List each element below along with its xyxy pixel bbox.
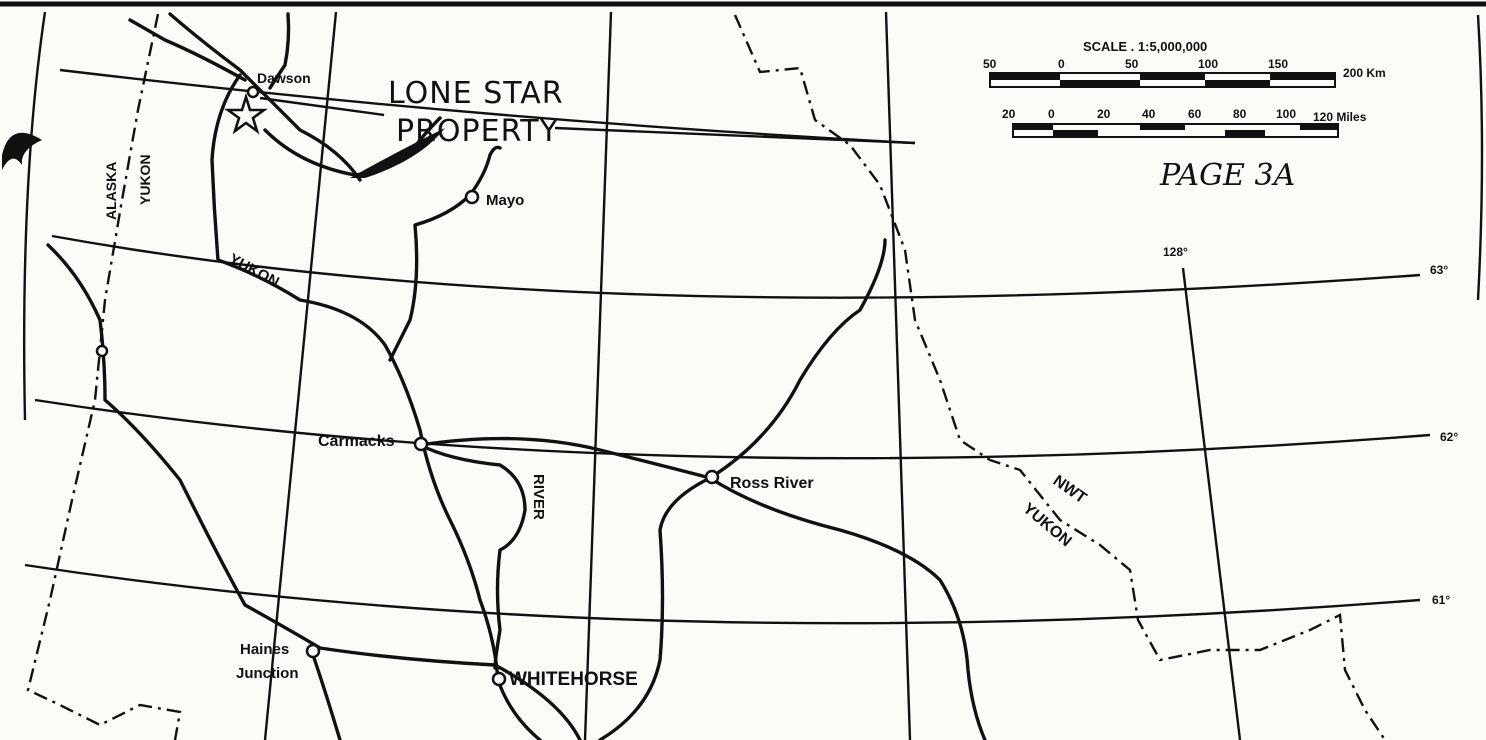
km-tick-5: 200 Km [1343, 66, 1386, 80]
town-label-junction: Junction [236, 665, 299, 682]
mile-tick-3: 40 [1142, 107, 1156, 121]
mile-scale-fill-5 [1300, 124, 1338, 130]
ross-river-marker-icon [704, 469, 720, 485]
margin-blot [2, 132, 42, 170]
mile-scale-fill-3 [1140, 124, 1185, 130]
mile-scale-fill-1 [1013, 124, 1053, 130]
longitude-line-3 [583, 11, 613, 740]
km-scale-fill-2 [1060, 80, 1140, 87]
mile-tick-0: 20 [1002, 107, 1016, 121]
property-star-icon [224, 92, 268, 135]
km-scale-fill-5 [1270, 73, 1335, 80]
yukon-river-main [46, 243, 582, 740]
haines-road [310, 650, 342, 740]
ross-river-south [598, 476, 712, 740]
property-leader-line-west [259, 96, 385, 117]
mile-tick-6: 100 [1276, 107, 1296, 121]
whitehorse-marker-icon [491, 671, 507, 687]
latitude-label-61: 61° [1432, 593, 1450, 607]
town-label-mayo: Mayo [486, 192, 524, 209]
mile-tick-2: 20 [1097, 107, 1111, 121]
border-crossing-marker-icon [95, 344, 109, 358]
latitude-line-61 [24, 563, 1421, 625]
property-leader-line [554, 126, 916, 145]
longitude-line-2 [263, 11, 338, 740]
town-label-carmacks: Carmacks [318, 433, 395, 450]
mayo-river [388, 193, 472, 362]
longitude-line-right [1476, 14, 1484, 301]
mile-tick-7: 120 Miles [1313, 110, 1367, 124]
mayo-creek [468, 145, 502, 197]
latitude-label-63: 63° [1430, 263, 1448, 277]
haines-junction-marker-icon [305, 643, 321, 659]
carmacks-marker-icon [413, 436, 429, 452]
dawson-marker-icon [246, 85, 260, 99]
longitude-line-128 [1181, 267, 1242, 740]
mayo-marker-icon [464, 189, 480, 205]
white-river [128, 18, 247, 82]
km-tick-4: 150 [1268, 57, 1288, 71]
mile-tick-1: 0 [1048, 107, 1055, 121]
river-label-yukon: YUKON [226, 251, 282, 291]
km-tick-1: 0 [1058, 57, 1065, 71]
km-scale-fill-3 [1140, 73, 1205, 80]
river-label-river: RIVER [530, 474, 547, 520]
town-label-dawson: Dawson [257, 70, 311, 86]
latitude-line-62 [34, 398, 1431, 460]
yukon-river-upper [168, 12, 362, 182]
region-label-nwt: NWT [1050, 472, 1090, 507]
map-title-line1: LONE STAR [388, 76, 564, 111]
mile-scale-fill-4 [1225, 130, 1265, 137]
latitude-line-top [59, 68, 916, 145]
longitude-label-128: 128° [1163, 245, 1188, 259]
town-label-ross-river: Ross River [730, 475, 814, 492]
region-label-alaska: ALASKA [103, 162, 119, 220]
pelly-river [418, 238, 887, 480]
km-scale-fill-4 [1205, 80, 1270, 87]
mile-tick-5: 80 [1233, 107, 1247, 121]
town-label-whitehorse: WHITEHORSE [509, 669, 638, 690]
latitude-label-62: 62° [1440, 430, 1458, 444]
longitude-line-4 [884, 11, 912, 740]
km-tick-0: 50 [983, 57, 997, 71]
km-tick-3: 100 [1198, 57, 1218, 71]
km-scale-fill-1 [990, 73, 1060, 80]
region-label-yukon-west: YUKON [137, 154, 153, 205]
mile-tick-4: 60 [1188, 107, 1202, 121]
nwt-yukon-border [733, 14, 1386, 740]
lone-star-lake [350, 128, 445, 178]
scale-label: SCALE . 1:5,000,000 [1083, 39, 1207, 54]
town-label-haines: Haines [240, 641, 289, 658]
longitude-line-1 [22, 11, 47, 421]
yukon-river-dawson-loop [210, 73, 542, 740]
dawson-creek [268, 12, 291, 90]
page-number-note: PAGE 3A [1159, 158, 1295, 193]
teslin-river [418, 443, 527, 670]
scale-bar-group [989, 72, 1339, 138]
mile-scale-fill-2 [1053, 130, 1098, 137]
ross-river-southeast [708, 476, 987, 740]
alaska-yukon-border [26, 13, 182, 740]
region-label-yukon-east: YUKON [1019, 500, 1074, 550]
map-title-line2: PROPERTY [396, 114, 559, 149]
km-tick-2: 50 [1125, 57, 1139, 71]
